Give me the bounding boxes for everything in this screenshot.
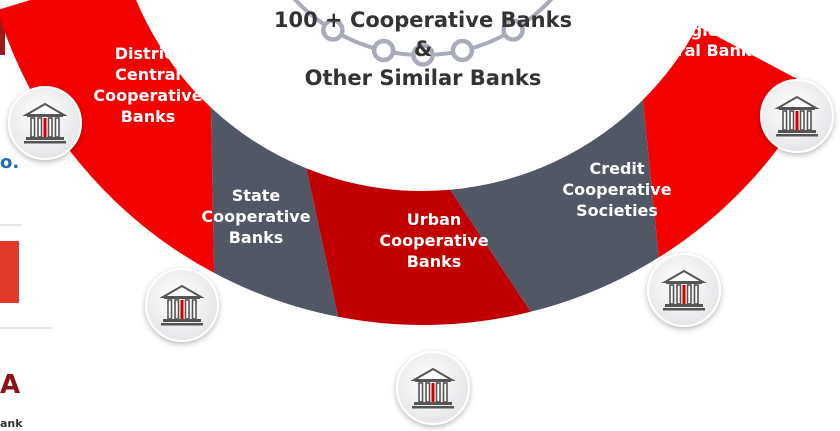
crop-red-tab (0, 15, 5, 55)
ring-dot (321, 18, 345, 42)
segment-label-line: Cooperative (379, 231, 488, 250)
ring-dot (411, 43, 435, 67)
segment-label-line: Cooperative (93, 86, 202, 105)
bank-building-icon (760, 79, 834, 153)
bank-building-icon (396, 351, 470, 425)
segment-label-line: Societies (576, 201, 658, 220)
crop-text-fragment: ank (0, 417, 23, 430)
segment-label-line: Credit (589, 159, 644, 178)
ring-dot (371, 38, 396, 63)
hub-background (278, 0, 568, 68)
segments-fan (0, 0, 816, 325)
ring-dot (501, 18, 525, 42)
segment-label-line: Banks (407, 252, 462, 271)
segment-label-line: Regional (668, 21, 747, 40)
bank-building-icon (8, 86, 82, 160)
icon-badges (8, 79, 834, 425)
hub-title-line1: 100 + Cooperative Banks (274, 8, 572, 32)
ring-dots (321, 18, 525, 67)
bank-building-icon (647, 253, 721, 327)
segment-label-line: Cooperative (201, 207, 310, 226)
crop-logo-fragment: A (0, 370, 20, 400)
segment-label-line: State (232, 186, 281, 205)
segment-label-line: Banks (121, 107, 176, 126)
segment-label-line: Cooperative (562, 180, 671, 199)
segment-label-line: Banks (229, 228, 284, 247)
crop-text-fragment: o. (0, 152, 19, 173)
segment-credit-societies (450, 99, 659, 312)
segment-label-line: District (115, 44, 182, 63)
segment-urban (306, 168, 531, 325)
hub-title-line2: & (414, 37, 432, 61)
hub-title-line3: Other Similar Banks (305, 66, 542, 90)
segment-label-line: Urban (407, 210, 462, 229)
left-crop-fragments: o. A ank (0, 15, 52, 430)
bank-building-icon (145, 268, 219, 342)
segment-state (210, 107, 339, 317)
segment-label-line: Rural Banks (653, 41, 761, 60)
crop-red-card (0, 241, 19, 303)
segment-regional-rural (642, 26, 816, 258)
central-hub: 100 + Cooperative Banks & Other Similar … (274, 0, 572, 90)
ring-dot (450, 38, 475, 63)
segment-label-line: Central (115, 65, 181, 84)
segment-district-central (0, 0, 215, 273)
